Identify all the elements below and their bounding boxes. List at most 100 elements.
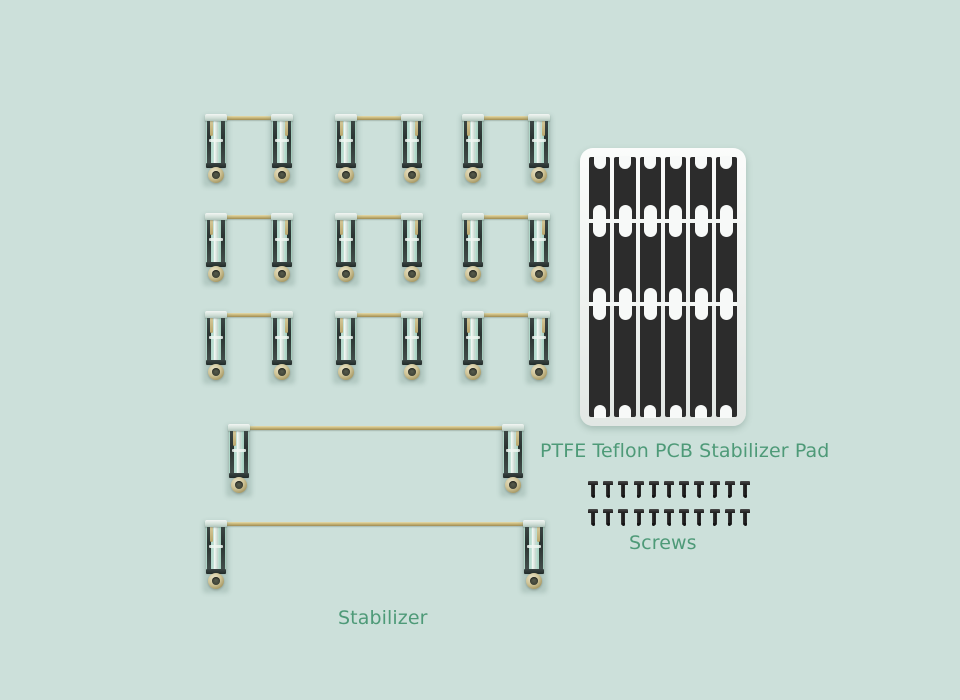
housing-track-right [351,120,355,165]
housing-top-cap [528,114,550,121]
screw-hole-washer [526,573,542,589]
wire-leg [285,215,288,235]
housing-top-cap [205,213,227,220]
ptfe-pad-cutout [719,287,733,320]
stabilizer-2u-1 [203,113,295,187]
stabilizer-housing-right [399,113,425,187]
ptfe-pad-cutout [694,204,708,237]
stabilizer-wire [214,313,284,317]
stabilizer-housing-right [269,212,295,286]
wire-leg [467,116,470,136]
screw-hole-washer [274,266,290,282]
stem-cross-mount [209,238,223,241]
stabilizer-stem [410,119,414,166]
screw-shaft [606,513,611,525]
housing-track-right [478,120,482,165]
stem-cross-mount [339,336,353,339]
screw [664,481,674,498]
stabilizer-stem [410,218,414,265]
stabilizer-wire [214,522,536,526]
stabilizer-stem [280,218,284,265]
screw-hole-washer [208,364,224,380]
screw-head [618,509,629,513]
ptfe-pad-top-notch [720,156,733,169]
screw-hole-washer [465,364,481,380]
screw-head [694,509,705,513]
screw-head [618,481,629,485]
ptfe-pad-bottom-notch [669,405,682,418]
stem-cross-mount [405,336,419,339]
screw-tip [621,523,625,526]
stabilizer-2u-4 [203,212,295,286]
stabilizer-wire [237,426,515,430]
ptfe-pad-strip [589,157,611,417]
screws-label: Screws [629,532,697,554]
wire-leg [340,313,343,333]
wire-leg [210,313,213,333]
housing-top-cap [335,114,357,121]
housing-top-cap [401,213,423,220]
screw-hole-washer [404,364,420,380]
screw-head [724,481,735,485]
screw-head [603,509,614,513]
screw-shaft [621,485,626,497]
housing-bottom-bar [206,163,226,168]
ptfe-teflon-pcb-stabilizer-pad [580,148,746,426]
screw-head [588,509,598,513]
ptfe-pad-top-notch [619,156,631,169]
housing-track-left [230,430,234,475]
screw-tip [606,523,610,526]
screw [588,481,598,498]
screw-shaft [727,485,732,497]
stabilizer-stem [537,316,541,363]
screw-head [664,481,674,485]
housing-track-right [287,120,291,165]
stem-cross-mount [232,449,246,452]
stabilizer-stem [280,119,284,166]
stabilizer-label: Stabilizer [338,607,428,629]
wire-leg [542,116,545,136]
wire-leg [542,215,545,235]
screw-tip [682,523,686,526]
screw [709,509,720,526]
housing-bottom-bar [503,473,523,478]
screw-head [740,481,750,485]
ptfe-pad-strip [665,157,687,417]
housing-bottom-bar [402,262,422,267]
housing-top-cap [205,311,227,318]
screw-tip [667,523,671,526]
screw-hole-washer [338,167,354,183]
screw-tip [743,495,747,498]
screw-head [633,481,644,485]
screw-tip [697,495,701,498]
screw-shaft [591,485,595,497]
housing-track-right [221,526,225,571]
screw-head [709,481,720,485]
screw [709,481,720,498]
stabilizer-housing-left [226,423,252,497]
stabilizer-stem [410,316,414,363]
stabilizer-stem [280,316,284,363]
stabilizer-housing-left [203,212,229,286]
screw [618,481,629,498]
stabilizer-2u-5 [333,212,425,286]
housing-track-right [287,317,291,362]
stabilizer-stem [471,119,475,166]
housing-track-left [207,526,211,571]
stabilizer-housing-left [460,310,486,384]
housing-track-left [464,219,468,264]
housing-bottom-bar [206,569,226,574]
stabilizer-2u-7 [203,310,295,384]
screw [679,509,690,526]
stabilizer-housing-right [399,212,425,286]
ptfe-pad-top-notch [644,156,657,169]
housing-bottom-bar [272,163,292,168]
wire-leg [537,522,540,542]
housing-track-left [525,526,529,571]
screw-hole-washer [505,477,521,493]
screw-head [648,509,659,513]
stem-cross-mount [275,238,289,241]
ptfe-pad-cutout [593,287,607,320]
housing-track-right [544,317,548,362]
screw-head [664,509,674,513]
